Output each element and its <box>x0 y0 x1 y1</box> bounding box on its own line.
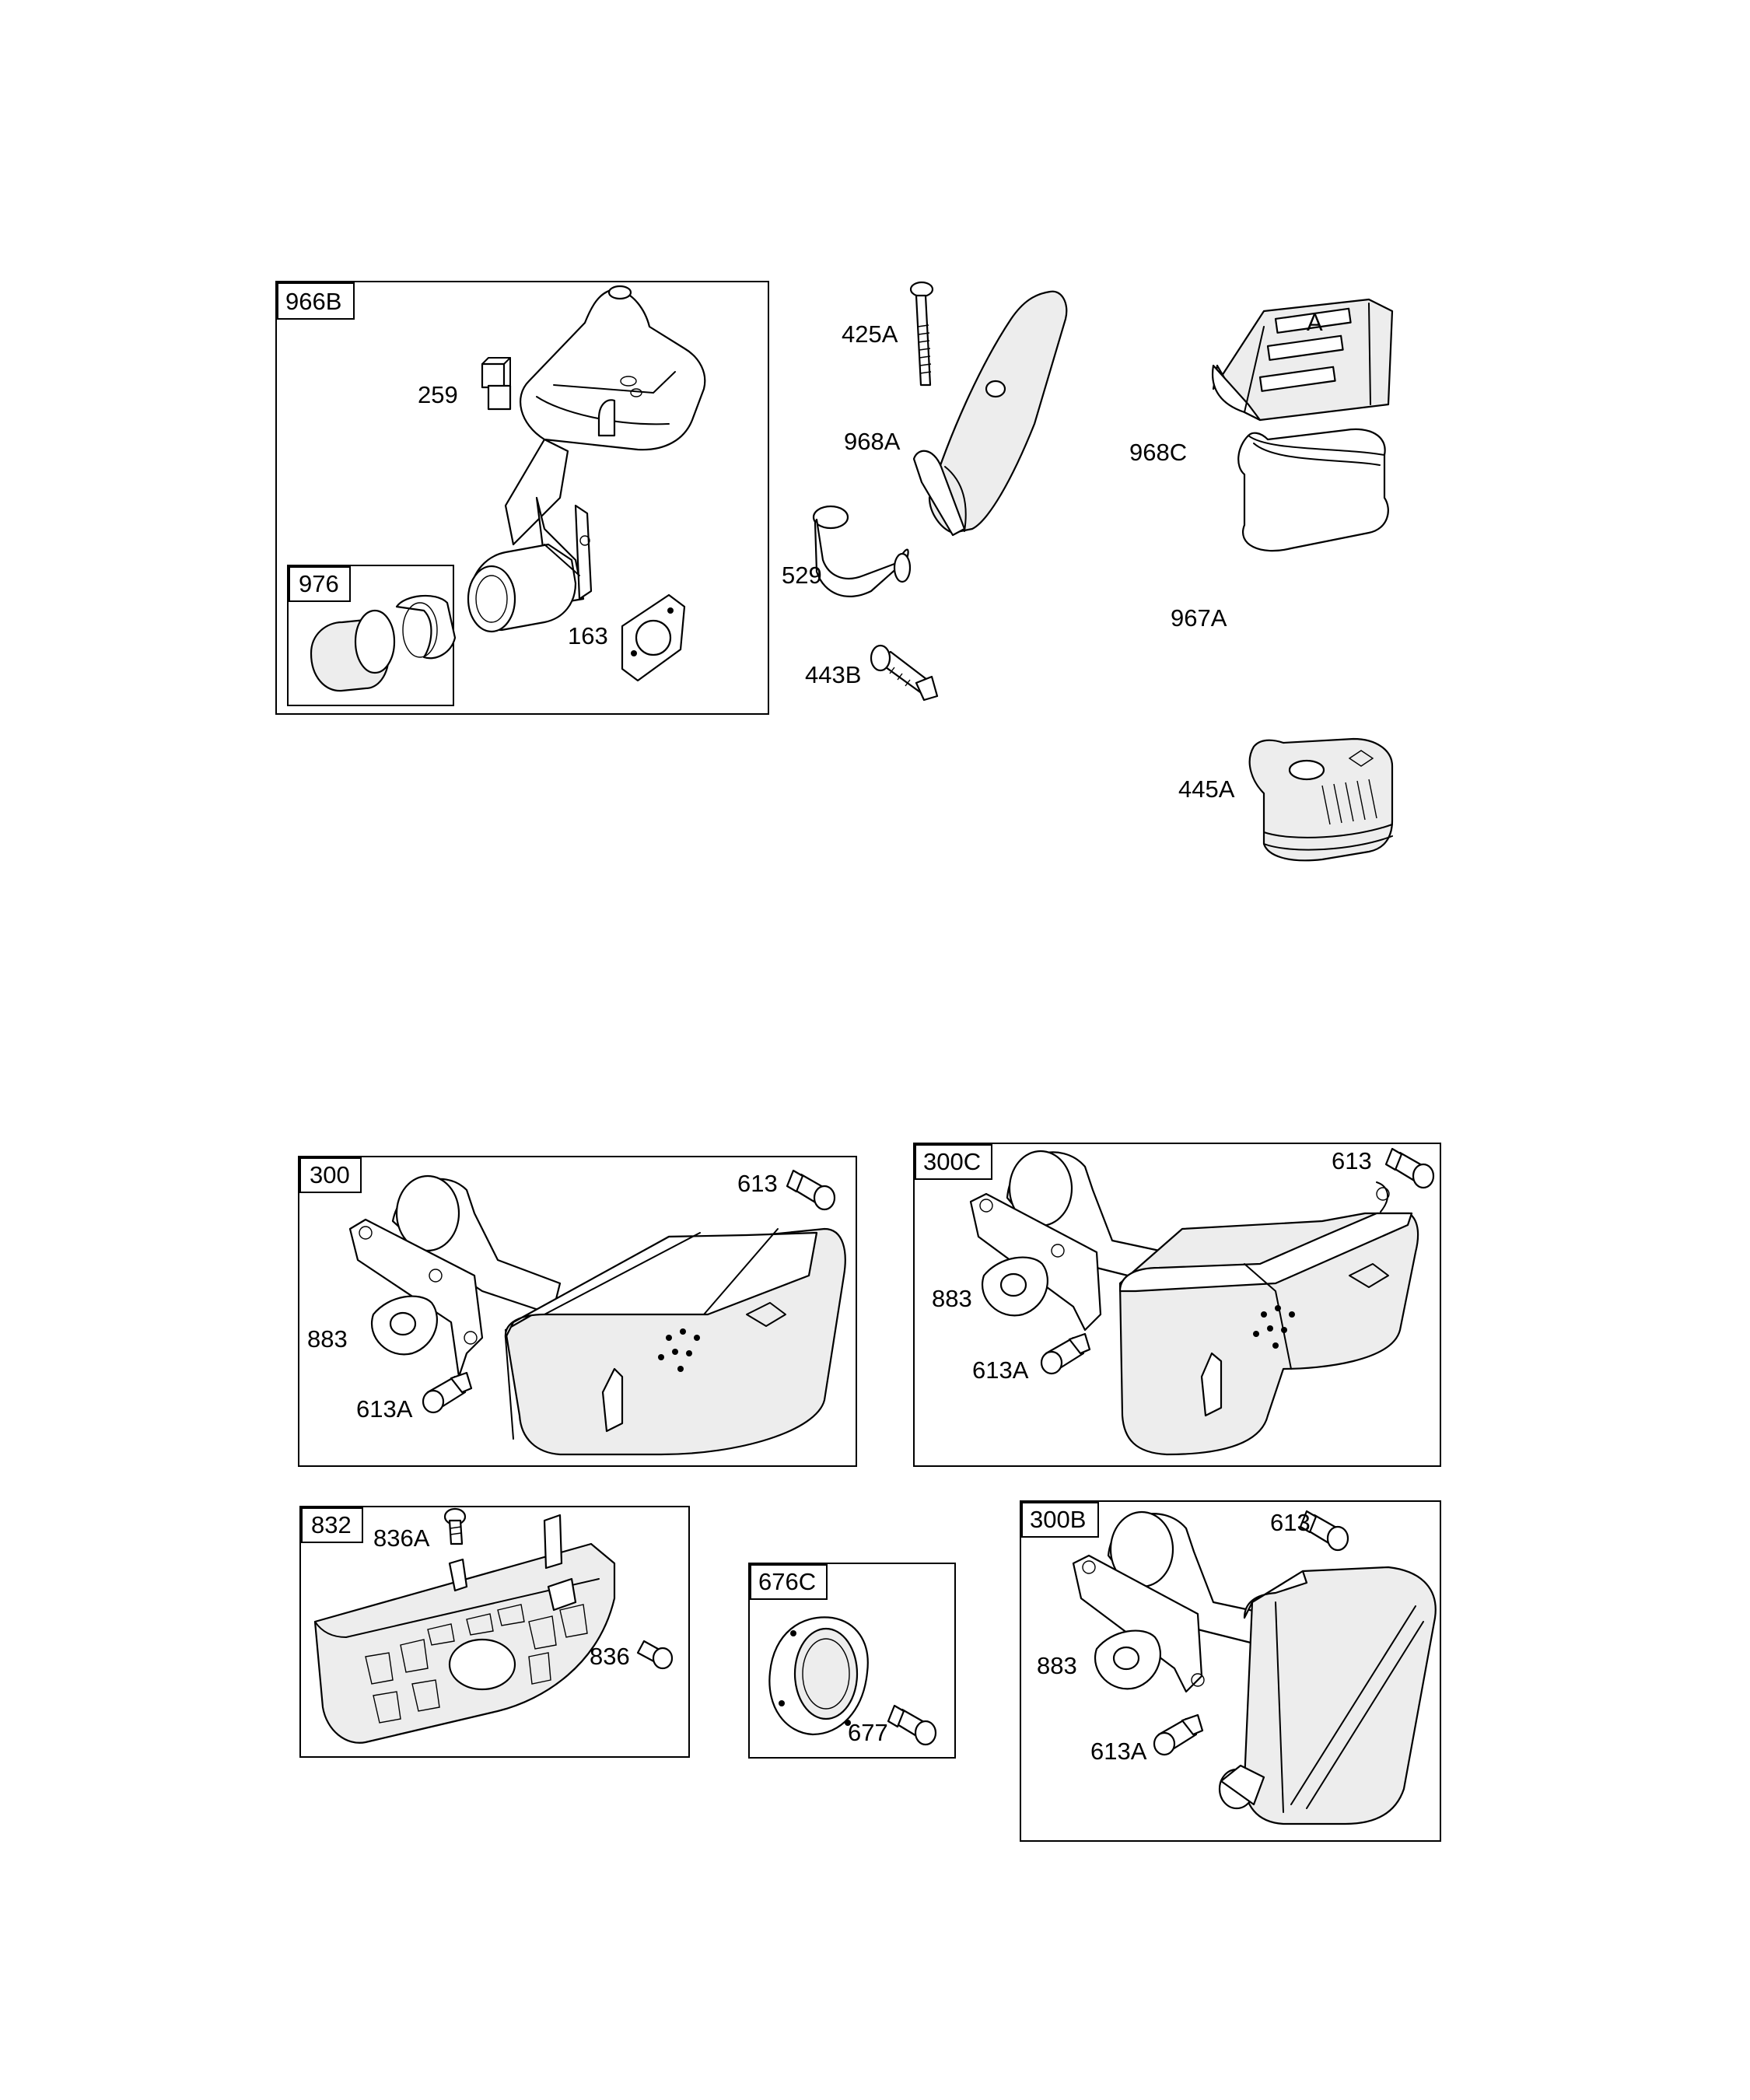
part-label-613-c: 613 <box>1270 1509 1311 1536</box>
part-836A-bolt[interactable] <box>443 1507 467 1545</box>
group-676C-label: 676C <box>758 1568 816 1595</box>
part-677-bolt[interactable] <box>887 1704 937 1746</box>
part-968C-cover[interactable]: A <box>1211 298 1394 422</box>
part-label-613A-a: 613A <box>356 1395 413 1423</box>
group-300B-frame <box>1020 1500 1441 1842</box>
group-300-tag <box>299 1157 362 1193</box>
part-label-613-b: 613 <box>1332 1147 1372 1174</box>
air-cleaner-base[interactable] <box>467 285 706 633</box>
part-443B-stud[interactable] <box>870 644 939 702</box>
group-832-label: 832 <box>311 1511 352 1538</box>
group-676C-tag <box>750 1564 828 1600</box>
part-label-163: 163 <box>568 622 608 649</box>
group-300C-tag <box>915 1144 992 1180</box>
group-300-frame <box>298 1156 857 1467</box>
part-676C-flange[interactable] <box>768 1616 869 1736</box>
part-label-836: 836 <box>590 1643 630 1670</box>
group-966B-tag <box>277 282 355 320</box>
part-613A-bolt-a[interactable] <box>422 1371 473 1414</box>
part-883-gasket-c[interactable] <box>1094 1629 1161 1690</box>
part-label-259: 259 <box>418 381 458 408</box>
part-613-bolt-a[interactable] <box>786 1169 836 1211</box>
group-300C: 300C 883 <box>913 1143 1441 1467</box>
part-label-443B: 443B <box>805 661 861 688</box>
part-label-967A: 967A <box>1171 604 1227 632</box>
part-label-529: 529 <box>782 562 822 589</box>
group-976: 976 <box>287 565 457 706</box>
part-883-gasket-b[interactable] <box>982 1256 1048 1317</box>
part-613A-bolt-c[interactable] <box>1153 1713 1204 1756</box>
group-300B-label: 300B <box>1030 1506 1086 1533</box>
group-300C-label: 300C <box>923 1148 981 1175</box>
group-966B-label: 966B <box>285 288 341 315</box>
group-832-frame <box>299 1506 690 1758</box>
part-label-836A: 836A <box>373 1524 430 1552</box>
part-836-bolt[interactable] <box>636 1640 674 1670</box>
part-label-425A: 425A <box>842 320 898 348</box>
part-300B-muffler[interactable] <box>1072 1510 1437 1825</box>
center-top-parts: 425A 968A 529 443B <box>782 281 1068 702</box>
group-300B-tag <box>1021 1502 1099 1538</box>
group-300B: 300B 883 613A <box>1020 1500 1441 1842</box>
part-529-elbow[interactable] <box>812 505 912 597</box>
group-966B-frame <box>275 281 769 715</box>
part-label-883-a: 883 <box>307 1325 348 1353</box>
group-300C-frame <box>913 1143 1441 1467</box>
group-976-tag <box>289 566 351 602</box>
part-613-bolt-b[interactable] <box>1384 1147 1435 1189</box>
right-top-parts: A 968C 967A 445A <box>1129 298 1394 862</box>
part-label-613A-c: 613A <box>1090 1738 1147 1765</box>
group-966B: 966B 259 <box>275 281 769 715</box>
part-832-guard[interactable] <box>313 1514 616 1744</box>
part-613A-bolt-b[interactable] <box>1040 1332 1091 1375</box>
part-label-883-b: 883 <box>932 1285 972 1312</box>
part-label-968A: 968A <box>844 428 901 455</box>
group-832: 832 836A 836 <box>299 1506 690 1758</box>
part-976-tube[interactable] <box>310 594 457 692</box>
part-883-gasket-a[interactable] <box>371 1295 438 1356</box>
part-425A-screw[interactable] <box>909 281 934 387</box>
part-label-613-a: 613 <box>737 1170 778 1197</box>
part-label-883-c: 883 <box>1037 1652 1077 1679</box>
group-676C: 676C 677 <box>748 1563 956 1759</box>
part-label-968C: 968C <box>1129 439 1187 466</box>
group-676C-frame <box>748 1563 956 1759</box>
group-976-label: 976 <box>299 570 339 597</box>
part-968C-mark: A <box>1307 309 1323 336</box>
group-832-tag <box>301 1507 363 1543</box>
part-968A-cover[interactable] <box>912 290 1068 537</box>
part-300C-muffler[interactable] <box>969 1150 1419 1456</box>
group-300-label: 300 <box>310 1161 350 1188</box>
part-259-clip[interactable] <box>481 357 512 411</box>
part-613-bolt-c[interactable] <box>1299 1510 1349 1552</box>
part-163-gasket[interactable] <box>621 593 686 682</box>
part-300-muffler[interactable] <box>348 1174 846 1456</box>
part-label-445A: 445A <box>1178 775 1235 803</box>
part-967A-foam[interactable] <box>1237 428 1389 552</box>
part-label-677: 677 <box>848 1719 888 1746</box>
part-label-613A-b: 613A <box>972 1356 1029 1384</box>
part-445A-filter[interactable] <box>1248 737 1394 862</box>
group-300: 300 883 <box>298 1156 857 1467</box>
